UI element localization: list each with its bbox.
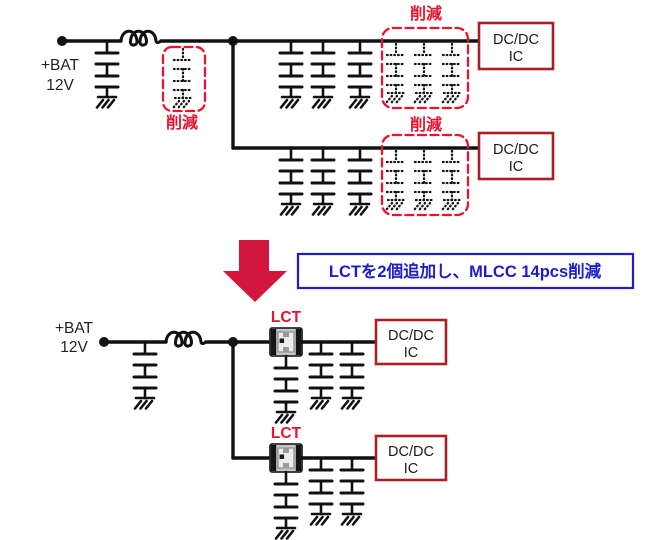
reduction-label-rail1: 削減 (410, 4, 442, 23)
down-arrow-icon (223, 240, 287, 302)
dcdc-ic-label-line2: IC (404, 345, 419, 361)
dcdc-ic-label-line1: DC/DC (493, 32, 539, 48)
capacitor-branch (94, 39, 120, 109)
battery-label-line1: +BAT (55, 320, 94, 337)
capacitor-branch (347, 39, 373, 109)
capacitor-branch (132, 340, 158, 410)
removed-capacitor-branch (172, 47, 194, 109)
dcdc-ic-label-line1: DC/DC (388, 444, 434, 460)
removed-capacitor-branch (413, 149, 435, 211)
capacitor-branch (347, 146, 373, 216)
capacitor-branch (310, 146, 336, 216)
capacitor-branch (308, 456, 334, 526)
dcdc-ic-label-line1: DC/DC (493, 142, 539, 158)
capacitor-branch (278, 39, 304, 109)
removed-capacitor-branch (441, 42, 463, 104)
dcdc-ic-label-line1: DC/DC (388, 328, 434, 344)
callout-box (296, 252, 635, 290)
reduction-label-input: 削減 (166, 113, 198, 132)
lct-component (269, 443, 303, 473)
inductor (119, 29, 163, 47)
removed-capacitor-branch (413, 42, 435, 104)
dcdc-ic-label-line2: IC (404, 461, 419, 477)
callout-text: LCTを2個追加し、MLCC 14pcs削減 (329, 261, 602, 281)
battery-label-line2: 12V (60, 339, 88, 356)
dcdc-ic-label-line2: IC (509, 159, 524, 175)
capacitor-branch (339, 456, 365, 526)
capacitor-branch (339, 340, 365, 410)
dcdc-ic-box (374, 318, 448, 366)
battery-label-line2: 12V (46, 77, 74, 94)
after-circuit: +BAT 12V LCT DC/DC IC LCT DC/DC IC (55, 309, 448, 540)
before-circuit: +BAT 12V 削減 削減 DC/DC IC (41, 4, 555, 217)
inductor (164, 330, 208, 348)
removed-capacitor-branch (385, 42, 407, 104)
dcdc-ic-box (374, 434, 448, 482)
capacitor-branch (308, 340, 334, 410)
removed-capacitor-branch (441, 149, 463, 211)
reduction-dashed-box-input (161, 45, 207, 113)
dcdc-ic-box (477, 21, 555, 71)
capacitor-branch (273, 354, 299, 424)
dcdc-ic-box (477, 131, 555, 181)
lct-label: LCT (271, 309, 302, 326)
reduction-label-rail2: 削減 (410, 115, 442, 134)
reduction-dashed-box-rail1 (380, 26, 470, 110)
capacitor-branch (278, 146, 304, 216)
capacitor-branch (310, 39, 336, 109)
reduction-dashed-box-rail2 (380, 133, 470, 217)
capacitor-branch (273, 470, 299, 540)
battery-label-line1: +BAT (41, 57, 80, 74)
removed-capacitor-branch (385, 149, 407, 211)
lct-label: LCT (271, 425, 302, 442)
dcdc-ic-label-line2: IC (509, 49, 524, 65)
transition: LCTを2個追加し、MLCC 14pcs削減 (223, 240, 635, 302)
lct-component (269, 327, 303, 357)
